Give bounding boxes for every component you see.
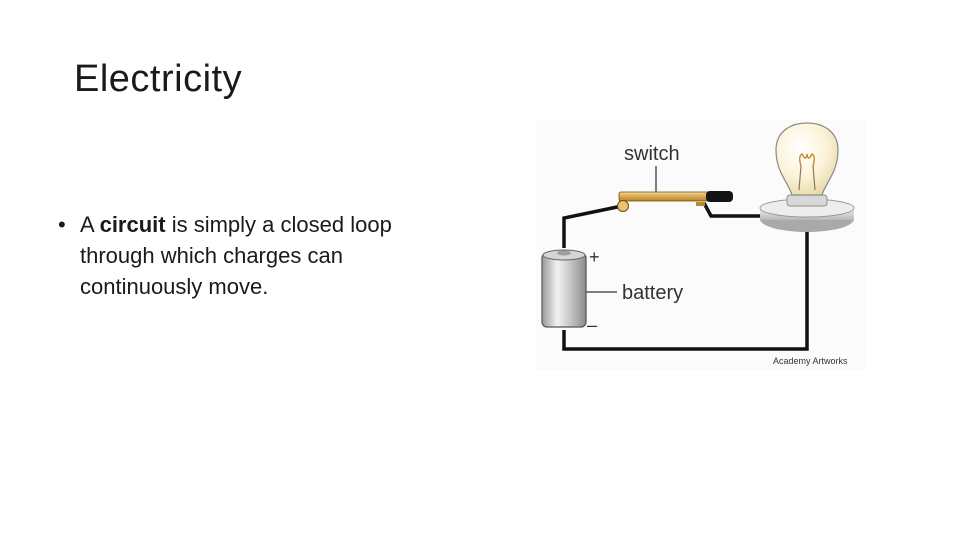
bullet-text-before: A (80, 212, 100, 237)
bullet-text-bold: circuit (99, 212, 166, 237)
switch-contact (696, 202, 705, 206)
circuit-wires (562, 202, 809, 351)
slide-title: Electricity (74, 58, 243, 100)
switch: switch (617, 143, 733, 212)
bullet-list: • A circuit is simply a closed loop thro… (58, 209, 458, 302)
wire-bottom-right (562, 220, 809, 351)
switch-label: switch (624, 143, 680, 165)
light-bulb (759, 122, 855, 232)
circuit-svg: + – battery switch (536, 120, 866, 370)
bulb-glass (775, 122, 839, 196)
bullet-marker: • (58, 212, 66, 237)
wire-left-top (562, 204, 623, 248)
switch-pivot (617, 200, 629, 212)
battery-minus-sign: – (587, 315, 597, 335)
image-credit: Academy Artworks (773, 356, 848, 366)
bulb-base (786, 194, 828, 207)
bullet-text-after: is simply a closed loop through which ch… (80, 212, 392, 299)
bulb-filament (799, 153, 815, 167)
bullet-text: A circuit is simply a closed loop throug… (80, 209, 458, 302)
battery-body (541, 252, 587, 328)
circuit-diagram: + – battery switch (536, 120, 866, 370)
switch-handle (706, 191, 733, 202)
battery-label: battery (622, 282, 683, 304)
bulb-supports (798, 165, 816, 191)
battery: + – battery (541, 247, 683, 335)
bullet-item: • A circuit is simply a closed loop thro… (58, 209, 458, 302)
wire-switch-to-bulb (702, 202, 764, 218)
battery-plus-sign: + (589, 247, 600, 267)
battery-terminal (557, 250, 571, 256)
switch-lever (618, 191, 716, 202)
